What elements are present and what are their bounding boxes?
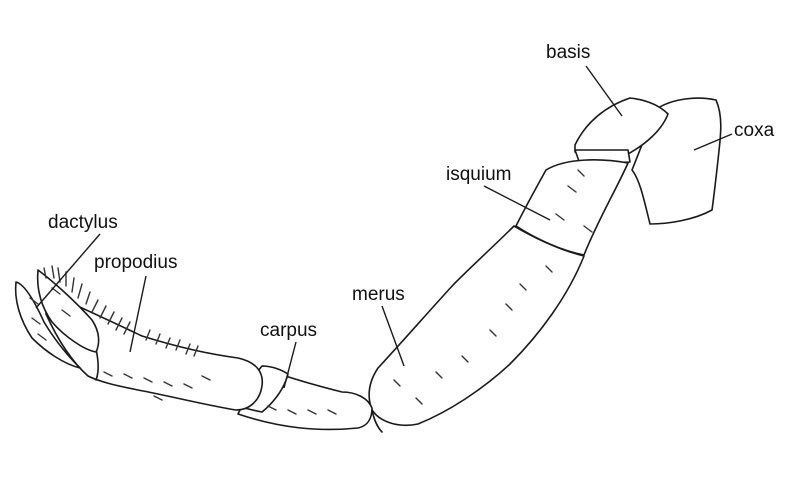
dactylus-spines [43,265,131,335]
isquium-leader [483,185,551,221]
propodius-leader [129,275,147,353]
propodius-segment [45,291,264,411]
merus-leader [381,305,405,367]
dactylus-tip [14,281,81,369]
basis-label: basis [546,42,590,63]
coxa-label: coxa [734,120,775,141]
carpus-label: carpus [260,320,317,341]
isquium-label: isquium [446,164,511,185]
isquium-segment [515,159,629,256]
setae-ticks [29,169,593,415]
dactylus-segment [36,269,100,353]
merus-label: merus [352,284,405,305]
basis-leader [585,65,623,117]
merus-segment [368,225,585,426]
propodius-spines [145,329,199,357]
propodius-label: propodius [94,252,177,273]
merus-joint [371,409,383,433]
carpus-leader [283,341,297,389]
coxa-leader [693,133,733,151]
dactylus-label: dactylus [48,212,118,233]
dactylus-leader [35,233,101,309]
